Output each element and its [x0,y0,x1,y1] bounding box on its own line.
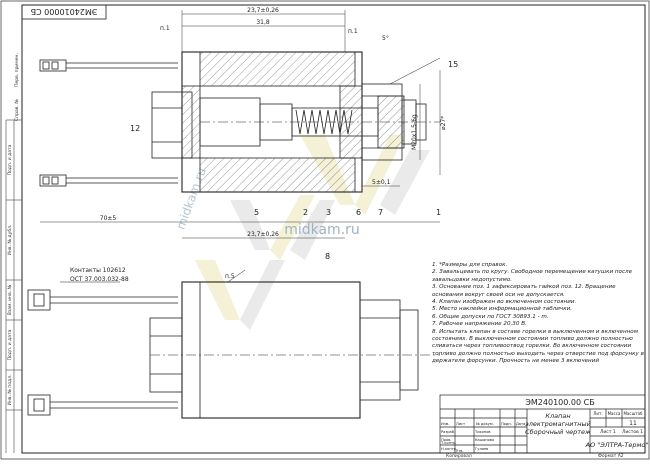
balloon-2: 2 [303,208,308,217]
stamp-top: ЭМ24010000 СБ [31,7,98,16]
balloon-7: 7 [378,208,383,217]
margin-label-6: Перв. примен. [14,53,20,87]
balloon-8: 8 [325,252,330,261]
note-3: 3. Основание поз. 1 зафиксировать гайкой… [432,284,616,298]
designation: ЭМ240100.00 СБ [525,398,594,407]
row-izm: Изм. [441,422,449,426]
name-3: Гулиев [475,447,488,451]
row-tcontrol: Т.контр. [440,441,457,445]
note-2: 2. Завальцевать по кругу. Свободное пере… [432,269,633,283]
name-1: Тихонов [474,430,491,434]
margin-label-1: Подп. и дата [7,144,13,175]
balloon-15: 15 [448,60,458,69]
note-6: 6. Общие допуски по ГОСТ 30893.1 - m. [432,313,549,320]
contacts-label: Контакты 102612 [70,267,126,274]
note-n1-a: п.1 [160,25,170,32]
sheets-label: Листов 1 [622,429,643,435]
row-ncontrol: Н.контр. [441,447,457,451]
note-7: 7. Рабочее напряжение 20,30 В. [432,321,527,328]
dim-thread: М20х1,5-6g [411,114,418,150]
margin-label-4: Подп. и дата [7,329,13,360]
margin-label-3: Взам. инв. № [7,284,13,315]
name-2: Кашапова [475,438,494,442]
dim-23-7-top: 23,7±0,26 [247,7,279,14]
stamp-box [21,4,107,20]
row-sign: Подп. [501,422,512,426]
margin-label-5: Инв. № подл. [7,374,13,405]
outer-view [27,269,440,419]
row-date: Дата [516,422,525,426]
balloon-1: 1 [436,208,441,217]
note-8: 8. Испытать клапан в составе горелки в в… [432,328,644,365]
section-view [39,51,441,193]
title-line-1: Клапан [545,412,570,420]
title-line-3: Сборочный чертеж [525,428,591,436]
dim-31-8: 31,8 [256,19,270,26]
balloon-6: 6 [356,208,361,217]
dim-5: 5±0,1 [372,179,391,186]
note-1: 1. *Размеры для справок. [432,262,508,268]
note-n1-b: п.1 [348,28,358,35]
contacts-standard: ОСТ 37.003.032-88 [70,276,129,283]
dimension-lines-top [40,10,441,239]
sheets-total: 11 [629,420,637,427]
row-checked: Пров. [441,438,451,442]
row-list: Лист [456,422,465,426]
inner-frame [21,4,646,454]
row-approved: Утв. [456,449,464,453]
dim-5-deg: 5° [382,35,389,42]
col-mass: Масса [608,411,621,416]
note-4: 4. Клапан изображен во включенном состоя… [432,299,577,306]
row-docnum: № докум. [476,422,494,426]
format-label: Формат А2 [598,453,624,459]
margin-label-7: Справ. № [14,99,20,121]
dim-dia-27: ⌀27* [440,116,447,130]
dim-70: 70±5 [100,215,117,222]
margin-label-2: Инв. № дубл. [7,225,13,256]
balloon-12: 12 [130,124,140,133]
technical-notes: 1. *Размеры для справок. 2. Завальцевать… [432,262,644,366]
note-n5: п.5 [225,273,235,280]
dim-23-7-bottom: 23,7±0,26 [247,231,279,238]
balloon-5: 5 [254,208,259,217]
balloon-3: 3 [326,208,331,217]
col-scale: Масштаб [623,411,643,416]
company-name: АО "ЭЛТРА-Термо" [585,441,649,449]
copied-label: Копировал [446,453,472,459]
title-line-2: электромагнитный [525,420,591,428]
row-developer: Разраб. [441,430,455,434]
note-5: 5. Место наклейки информационной табличк… [432,306,572,313]
sheet-label: Лист 1 [600,429,616,435]
col-lit: Лит. [593,411,602,416]
title-block [439,394,646,454]
watermark-text: midkam.ru [284,222,360,238]
